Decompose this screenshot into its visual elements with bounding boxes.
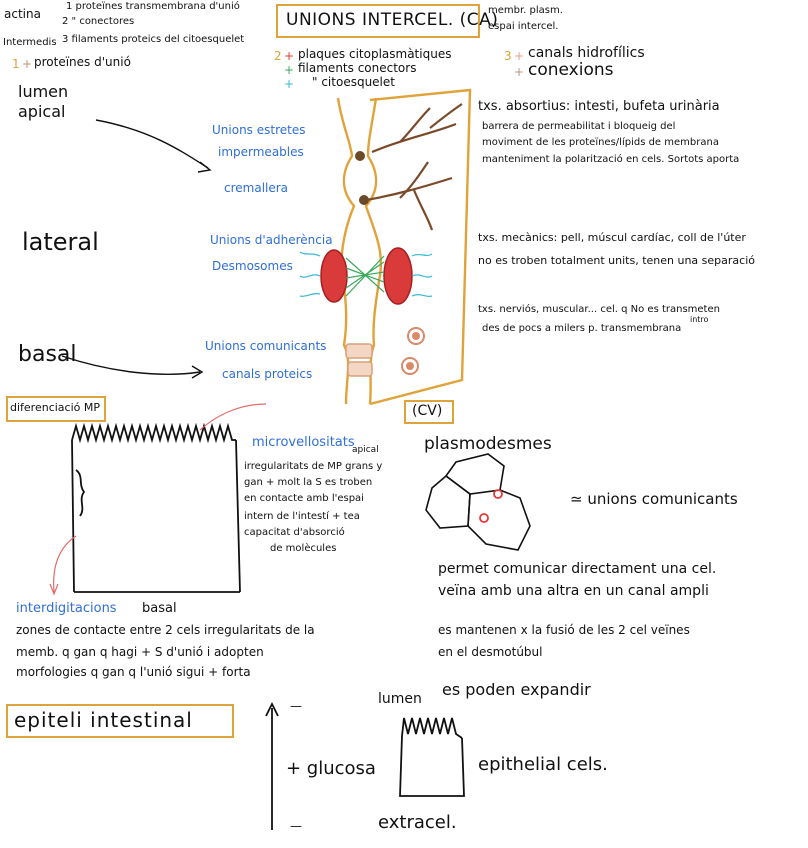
tight-dot-2 <box>359 195 369 205</box>
tight-dot-1 <box>355 151 365 161</box>
cell-right-border <box>370 90 470 404</box>
desmosome-plaque-left <box>321 250 347 302</box>
arrow-basal-to-gap <box>62 356 200 374</box>
microvilli-cell <box>72 426 240 592</box>
plasmodesma-dot-2 <box>480 514 488 522</box>
connexons <box>402 328 424 374</box>
gap-junction-channels <box>346 344 372 376</box>
cytoskeleton <box>366 104 462 230</box>
microvilli-border <box>72 426 236 440</box>
epiteli-microvilli <box>402 718 462 738</box>
microvilli-cell-left <box>72 440 74 592</box>
epiteli-cell <box>400 736 464 796</box>
tight-junction-dots <box>355 151 369 205</box>
plasmodesmata-hexagons <box>426 454 530 550</box>
epiteli-diagram <box>266 704 464 830</box>
gap-channel-1 <box>346 344 372 358</box>
plasmodesma-dot-1 <box>494 490 502 498</box>
desmosome-plaque-right <box>384 248 412 304</box>
hexagon-right <box>468 490 530 550</box>
microvilli-cell-right <box>236 440 240 592</box>
arrow-apical-to-tight <box>96 120 208 168</box>
arrow-red-microvilli <box>200 404 266 430</box>
interdigitation-squiggle <box>76 470 84 516</box>
hexagon-top <box>446 454 504 494</box>
gap-channel-2 <box>348 362 372 376</box>
hexagon-left <box>426 476 470 528</box>
